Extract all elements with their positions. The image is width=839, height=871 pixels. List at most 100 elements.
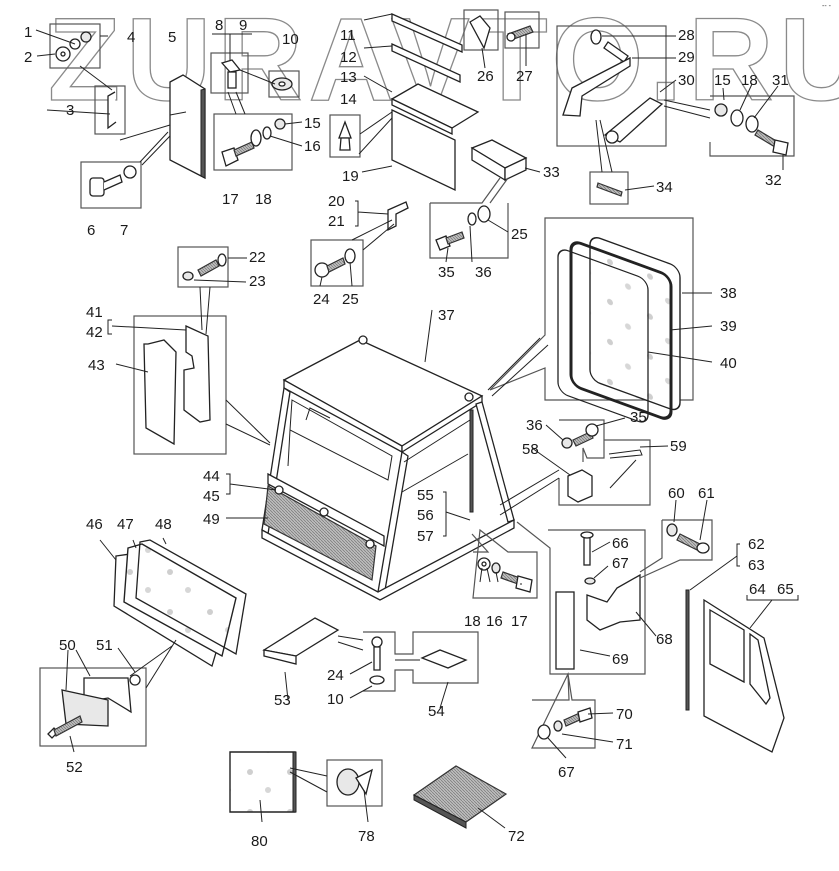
callout-68: 68 [656, 631, 673, 648]
callout-31: 31 [772, 72, 789, 89]
callout-49: 49 [203, 511, 220, 528]
callout-52: 52 [66, 759, 83, 776]
part-group-door-64-65 [685, 543, 799, 753]
callout-70: 70 [616, 706, 633, 723]
callout-39: 39 [720, 318, 737, 335]
part-cab-37 [261, 309, 549, 601]
callout-18a: 18 [255, 191, 272, 208]
callout-13: 13 [340, 69, 357, 86]
callout-4: 4 [127, 29, 135, 46]
callout-59: 59 [670, 438, 687, 455]
callout-23: 23 [249, 273, 266, 290]
callout-35a: 35 [438, 264, 455, 281]
callout-43: 43 [88, 357, 105, 374]
callout-15b: 15 [714, 72, 731, 89]
callout-24b: 24 [327, 667, 344, 684]
part-group-tray-33 [429, 139, 541, 263]
callout-11: 11 [340, 27, 356, 44]
callout-32: 32 [765, 172, 782, 189]
callout-51: 51 [96, 637, 113, 654]
part-group-side-window-38-40 [489, 217, 713, 423]
callout-10b: 10 [327, 691, 344, 708]
callout-20: 20 [328, 193, 345, 210]
part-group-screw-kit-60-61 [639, 499, 713, 579]
callout-8: 8 [215, 17, 223, 34]
callout-30: 30 [678, 72, 695, 89]
callout-37: 37 [438, 307, 455, 324]
part-group-hinge-66-69 [516, 521, 657, 675]
callout-38: 38 [720, 285, 737, 302]
callout-22: 22 [249, 249, 266, 266]
callout-labels: 1 2 3 4 5 6 7 8 9 10 11 12 13 14 15 16 1… [24, 17, 794, 850]
callout-36b: 36 [526, 417, 543, 434]
callout-9: 9 [239, 17, 247, 34]
callout-12: 12 [340, 49, 357, 66]
callout-45: 45 [203, 488, 220, 505]
callout-17a: 17 [222, 191, 239, 208]
callout-54: 54 [428, 703, 445, 720]
callout-78: 78 [358, 828, 375, 845]
callout-25b: 25 [511, 226, 528, 243]
callout-65: 65 [777, 581, 794, 598]
callout-26: 26 [477, 68, 494, 85]
callout-61: 61 [698, 485, 715, 502]
callout-2: 2 [24, 49, 32, 66]
part-group-bolt-kit-70 [531, 672, 614, 759]
callout-55: 55 [417, 487, 434, 504]
callout-34: 34 [656, 179, 673, 196]
callout-44: 44 [203, 468, 220, 485]
callout-35b: 35 [630, 409, 647, 426]
part-group-bracket-8-9 [210, 33, 303, 171]
callout-10a: 10 [282, 31, 299, 48]
callout-57: 57 [417, 528, 434, 545]
callout-60: 60 [668, 485, 685, 502]
callout-66: 66 [612, 535, 629, 552]
part-group-mirror-78-80 [229, 751, 508, 829]
callout-50: 50 [59, 637, 76, 654]
callout-15a: 15 [304, 115, 321, 132]
callout-33: 33 [543, 164, 560, 181]
callout-36a: 36 [475, 264, 492, 281]
callout-62: 62 [748, 536, 765, 553]
part-group-block-58 [499, 417, 669, 516]
callout-27: 27 [516, 68, 533, 85]
callout-3: 3 [66, 102, 74, 119]
callout-42: 42 [86, 324, 103, 341]
callout-29: 29 [678, 49, 695, 66]
callout-5: 5 [168, 29, 176, 46]
callout-58: 58 [522, 441, 539, 458]
callout-28: 28 [678, 27, 695, 44]
callout-72: 72 [508, 828, 525, 845]
callout-69: 69 [612, 651, 629, 668]
callout-17b: 17 [511, 613, 528, 630]
callout-63: 63 [748, 557, 765, 574]
part-group-hinge-plates-41-43 [107, 246, 271, 455]
part-group-bolt-kit-32 [663, 83, 795, 170]
leaders-44-49 [226, 473, 277, 519]
part-group-bracket-26 [463, 9, 540, 69]
part-group-rear-window-46-48 [99, 537, 247, 667]
part-group-clip-20-21 [310, 200, 409, 287]
callout-19: 19 [342, 168, 359, 185]
part-group-panel-5 [35, 23, 206, 209]
callout-67a: 67 [612, 555, 629, 572]
callout-16a: 16 [304, 138, 321, 155]
callout-40: 40 [720, 355, 737, 372]
callout-21: 21 [328, 213, 345, 230]
callout-7: 7 [120, 222, 128, 239]
callout-18b: 18 [741, 72, 758, 89]
callout-48: 48 [155, 516, 172, 533]
callout-71: 71 [616, 736, 633, 753]
part-group-levers-28-34 [556, 25, 677, 205]
callout-47: 47 [117, 516, 134, 533]
callout-53: 53 [274, 692, 291, 709]
callout-25a: 25 [342, 291, 359, 308]
callout-46: 46 [86, 516, 103, 533]
callout-80: 80 [251, 833, 268, 850]
part-group-roof-panels [329, 13, 480, 192]
part-group-clamp-50-52 [39, 639, 177, 753]
callout-41: 41 [86, 304, 103, 321]
part-group-bolt-kit-17 [443, 491, 538, 599]
callout-56: 56 [417, 507, 434, 524]
